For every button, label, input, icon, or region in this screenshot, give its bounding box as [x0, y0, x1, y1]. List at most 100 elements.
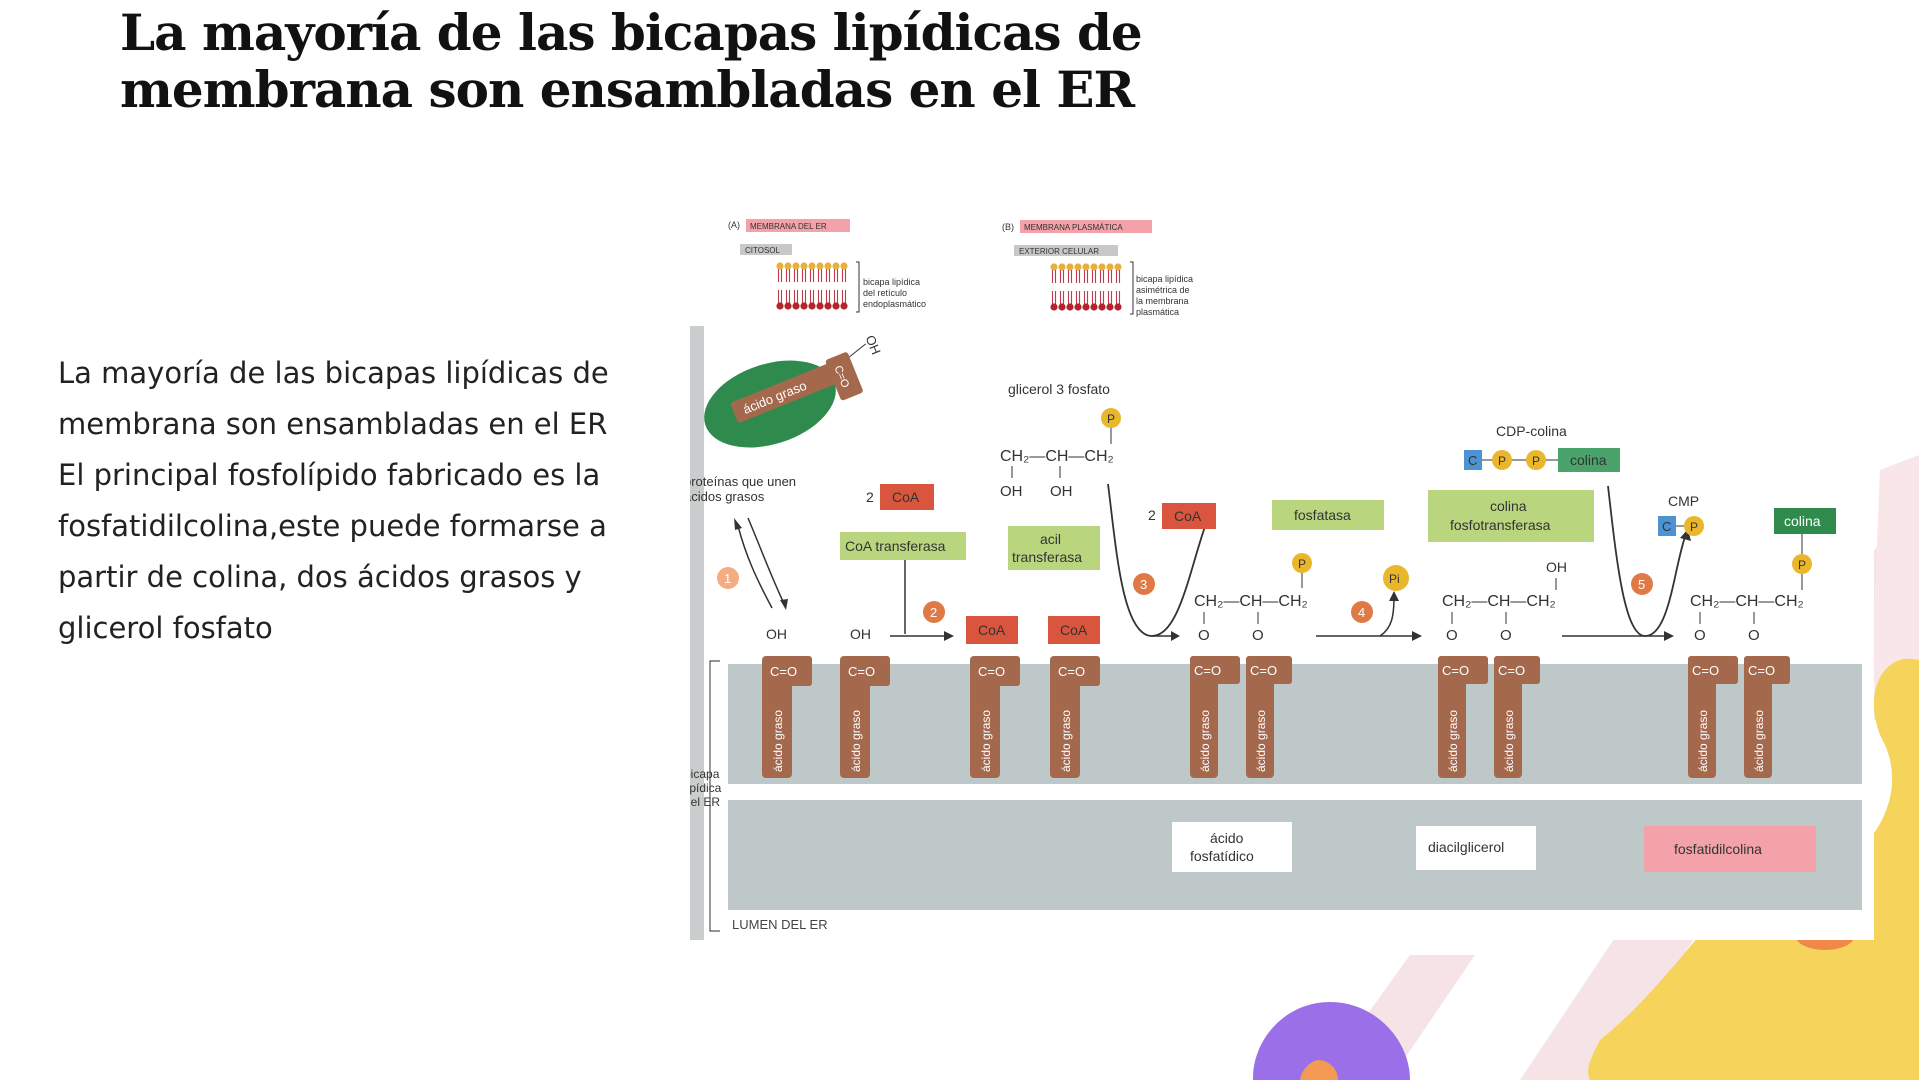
membrane-fatty-acid-pair: C=O C=O ácido graso ácido graso: [1688, 656, 1790, 778]
orange-flower-center-shape: [1300, 1060, 1338, 1080]
arrow-head: [944, 631, 954, 641]
phosphatidic-acid-box: [1172, 822, 1292, 872]
lumen-label: LUMEN DEL ER: [732, 917, 828, 932]
step5-arrow: [1607, 485, 1687, 637]
step-4-number: 4: [1358, 605, 1365, 620]
arrow-head: [1664, 631, 1674, 641]
step-4-badge: [1351, 601, 1373, 623]
phosphate-label: P: [1690, 520, 1698, 534]
bilayer-label: lipídica: [690, 781, 722, 795]
fatty-acid-label: ácido graso: [1198, 710, 1212, 772]
er-membrane-band: [728, 664, 1862, 784]
step-3-number: 3: [1140, 577, 1147, 592]
title-line: La mayoría de las bicapas lipídicas de: [120, 3, 1143, 62]
glycerol-chain: CH₂—CH—CH₂: [1442, 593, 1556, 610]
coa-count: 2: [1148, 507, 1156, 523]
coa-label: CoA: [978, 622, 1006, 638]
arrow-head: [734, 518, 742, 530]
body-line: glicerol fosfato: [58, 611, 273, 645]
coa-transferase-label: CoA transferasa: [845, 538, 946, 554]
arrow-head: [1171, 631, 1180, 641]
glycerol-chain: CH₂—CH—CH₂: [1690, 593, 1804, 610]
diacylglycerol-box: [1416, 826, 1536, 870]
phosphate-circle: [1492, 450, 1512, 470]
choline-phosphotransferase-label: fosfotransferasa: [1450, 517, 1551, 533]
membrane-fatty-acid-pair: C=O C=O ácido graso ácido graso: [1438, 656, 1540, 778]
co-label: C=O: [1250, 663, 1277, 678]
co-label: C=O: [1058, 664, 1085, 679]
bilayer-label: del ER: [690, 795, 720, 809]
panel-a-bilayer: [775, 261, 849, 311]
coa-box: [880, 484, 934, 510]
glycerol-chain: CH₂—CH—CH₂: [1194, 593, 1308, 610]
co-label: C=O: [978, 664, 1005, 679]
binding-proteins-label: proteínas que unen: [690, 474, 796, 489]
coa-box: [1048, 616, 1100, 644]
panel-b-bracket: [1130, 261, 1134, 315]
coa-box: [966, 616, 1018, 644]
arrow-head: [1412, 631, 1422, 641]
panel-a-tag-bg: [746, 219, 850, 232]
panel-b-bilayer: [1049, 262, 1123, 312]
phosphate-label: P: [1298, 557, 1306, 571]
panel-a-desc: del retículo: [863, 288, 907, 298]
oh-label: OH: [1050, 483, 1073, 500]
fatty-acid-label: ácido graso: [1752, 710, 1766, 772]
phosphate-circle: [1526, 450, 1546, 470]
coa-label: CoA: [1060, 622, 1088, 638]
co-label: C=O: [1442, 663, 1469, 678]
oxygen-label: O: [1446, 627, 1458, 644]
fatty-acid-label: ácido graso: [1059, 710, 1073, 772]
choline-label: colina: [1570, 452, 1607, 468]
body-line: fosfatidilcolina,este puede formarse a: [58, 509, 607, 543]
fatty-acid-label: ácido graso: [1502, 710, 1516, 772]
fatty-acid-label: ácido graso: [1696, 710, 1710, 772]
oxygen-label: O: [1252, 627, 1264, 644]
phosphate-label: P: [1532, 454, 1540, 468]
oxygen-label: O: [1500, 627, 1512, 644]
phosphate-label: P: [1498, 454, 1506, 468]
cmp-label: CMP: [1668, 493, 1699, 509]
coa-label: CoA: [1174, 508, 1202, 524]
pink-stripe-shape: [1520, 930, 1700, 1080]
diacylglycerol-label: diacilglicerol: [1428, 839, 1504, 855]
slide-title: La mayoría de las bicapas lipídicas de m…: [120, 3, 1143, 119]
cytidine-box: [1464, 450, 1482, 470]
oxygen-label: O: [1694, 627, 1706, 644]
title-line: membrana son ensambladas en el ER: [120, 60, 1135, 119]
oh-label: OH: [1546, 559, 1567, 575]
step-3-badge: [1133, 573, 1155, 595]
slide-body: La mayoría de las bicapas lipídicas de m…: [58, 348, 658, 654]
membrane-fatty-acid: C=O ácido graso: [1050, 656, 1100, 778]
panel-b-tag: MEMBRANA PLASMÁTICA: [1024, 223, 1123, 232]
step1-arrow: [737, 525, 773, 609]
panel-a-desc: endoplasmático: [863, 299, 926, 309]
body-line: partir de colina, dos ácidos grasos y: [58, 560, 582, 594]
co-label: C=O: [1194, 663, 1221, 678]
cytidine-label: C: [1468, 453, 1477, 468]
pink-corner-shape: [1870, 455, 1919, 720]
panel-b-desc: bicapa lipídica: [1136, 274, 1193, 284]
coa-box: [1162, 503, 1216, 529]
panel-a-desc: bicapa lipídica: [863, 277, 920, 287]
panel-a-bracket: [856, 261, 860, 313]
membrane-fatty-acid: C=O ácido graso: [840, 656, 890, 778]
membrane-fatty-acid: C=O ácido graso: [970, 656, 1020, 778]
step-5-number: 5: [1638, 577, 1645, 592]
phosphate-circle: [1292, 553, 1312, 573]
bilayer-bracket: [709, 660, 720, 932]
panel-a-side-bg: [740, 244, 792, 255]
oxygen-label: O: [1198, 627, 1210, 644]
bilayer-label: bicapa: [690, 767, 720, 781]
choline-box: [1558, 448, 1620, 472]
purple-flower-shape: [1252, 1002, 1410, 1080]
phosphate-circle: [1684, 516, 1704, 536]
cytidine-label: C: [1662, 519, 1671, 534]
oh-label: OH: [863, 333, 884, 357]
fatty-acid-label: ácido graso: [1446, 710, 1460, 772]
coa-label: CoA: [892, 489, 920, 505]
phosphatidic-acid-label: ácido: [1210, 830, 1244, 846]
co-label: C=O: [1748, 663, 1775, 678]
choline-phosphotransferase-label: colina: [1490, 498, 1527, 514]
